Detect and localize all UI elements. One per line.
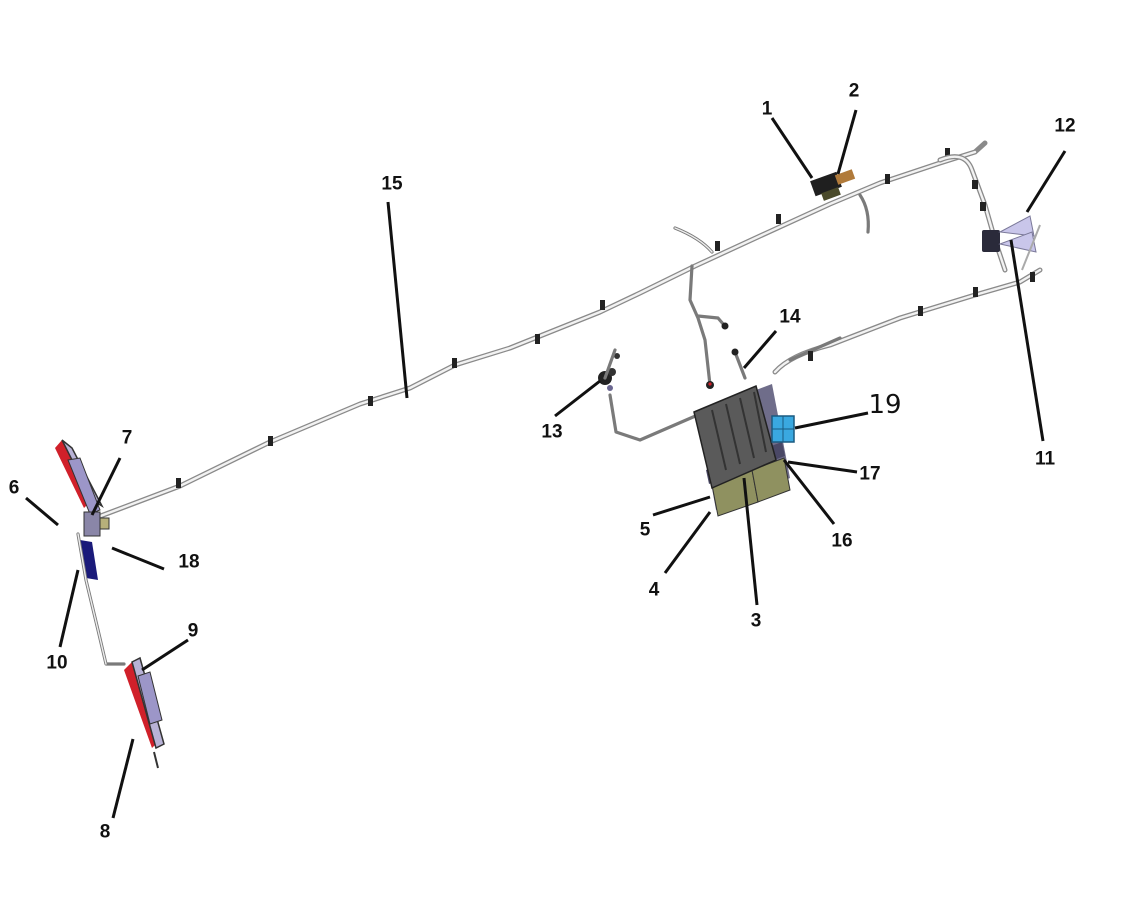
callout-11: 11 (1034, 448, 1056, 470)
callout-16: 16 (831, 530, 853, 552)
callout-13: 13 (541, 421, 563, 443)
callout-17: 17 (859, 463, 881, 485)
callout-8: 8 (99, 821, 111, 843)
callout-9: 9 (187, 620, 199, 642)
callout-2: 2 (848, 80, 860, 102)
callout-5: 5 (639, 519, 651, 541)
connector-cluster-13 (598, 348, 620, 391)
horn-branch (937, 154, 1008, 273)
fuse-box-19 (771, 415, 795, 443)
callout-10: 10 (46, 652, 68, 674)
tail-lamp-lower (124, 656, 165, 769)
battery-to-horn-harness (772, 267, 1043, 375)
callout-12: 12 (1054, 115, 1076, 137)
callout-6: 6 (8, 477, 20, 499)
battery-box (693, 384, 791, 517)
leader-lines (25, 109, 1067, 819)
center-drop-branch (688, 264, 729, 389)
callout-7: 7 (121, 427, 133, 449)
module-1-2 (810, 169, 856, 201)
left-battery-harness (608, 348, 747, 442)
pigtail (858, 193, 870, 234)
callout-1: 1 (761, 98, 773, 120)
callout-19: 19 (868, 390, 902, 420)
horn-assembly (982, 215, 1041, 271)
main-harness (87, 140, 988, 523)
callout-14: 14 (779, 306, 801, 328)
callout-3: 3 (750, 610, 762, 632)
stub-branch (673, 226, 714, 254)
callout-15: 15 (381, 173, 403, 195)
callout-18: 18 (178, 551, 200, 573)
tail-lamp-left-upper (55, 439, 110, 580)
callout-4: 4 (648, 579, 660, 601)
